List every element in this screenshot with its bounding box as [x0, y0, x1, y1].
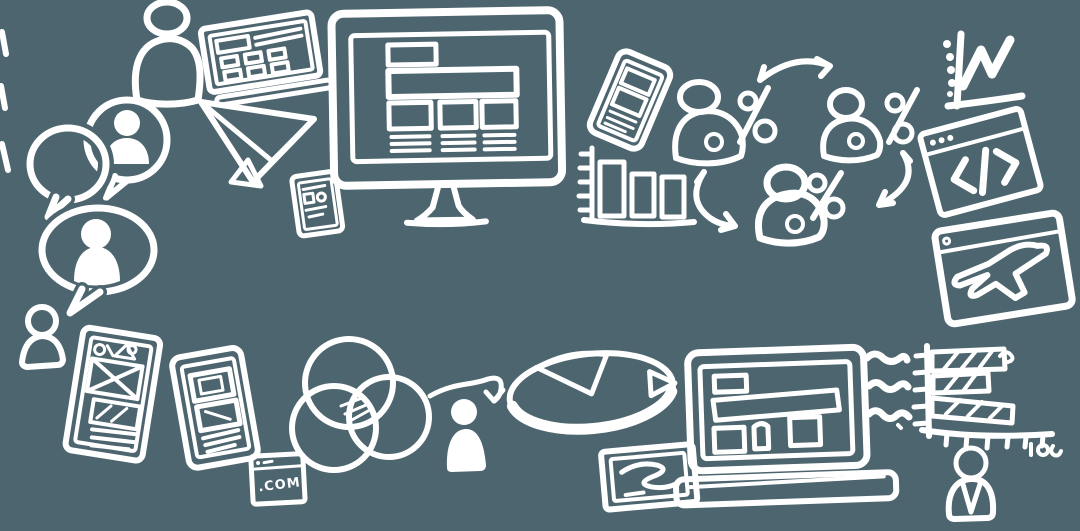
- airplane-window-icon: [931, 209, 1076, 328]
- user-icon: [131, 0, 204, 108]
- scribble-labels-icon: [863, 350, 913, 430]
- tablet-wireframe-icon: [62, 324, 164, 464]
- dotcom-label: .COM: [258, 475, 302, 495]
- person-tie-icon: [945, 445, 997, 522]
- venn-diagram-icon: [289, 336, 432, 473]
- pie-chart-3d-icon: [506, 350, 678, 435]
- paper-plane-icon: [198, 99, 317, 189]
- horizontal-bar-chart-icon: [911, 343, 1063, 458]
- scribble-card-icon: [598, 441, 701, 513]
- phone-wireframe-icon: [169, 345, 261, 471]
- solid-user-icon: [446, 399, 486, 472]
- arrow-icon: [427, 375, 506, 404]
- desktop-monitor-wireframe-icon: [327, 6, 567, 228]
- user-percent-cycle-icon: [672, 56, 920, 247]
- edge-dashes: [0, 29, 11, 173]
- tilted-phone-wireframe-icon: [586, 48, 674, 152]
- small-phone-wireframe-icon: [289, 169, 346, 239]
- line-chart-icon: [943, 30, 1026, 110]
- mini-bar-chart-icon: [576, 145, 697, 228]
- browser-window-icon: [197, 9, 334, 108]
- small-user-icon: [19, 304, 66, 370]
- dotcom-window-icon: .COM: [248, 451, 308, 507]
- speech-bubble-user-icon: [34, 200, 162, 320]
- code-window-icon: [917, 106, 1044, 218]
- laptop-wireframe-icon: [673, 343, 900, 509]
- speech-bubbles-icon: [22, 96, 171, 224]
